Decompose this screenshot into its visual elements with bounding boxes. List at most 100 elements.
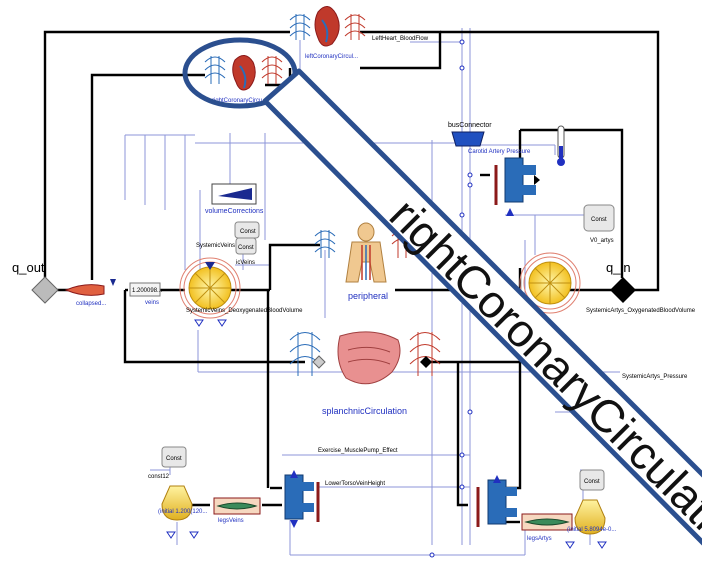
valve-body [504, 157, 524, 203]
const-label: Const [240, 229, 256, 235]
diamond-port [420, 356, 432, 368]
right-coronary-component[interactable]: rightCoronaryCircu... [204, 55, 283, 104]
intestine-icon [337, 331, 401, 385]
systemic-artys-wheel[interactable]: SystemicArtys_OxygenatedBloodVolume [519, 252, 696, 314]
const-box-legs[interactable]: Const [579, 469, 605, 491]
wheel-rings [519, 252, 581, 314]
valve-body [284, 474, 304, 520]
blood-bag-icon [574, 499, 606, 535]
const12-label: const12 [148, 474, 170, 480]
const-label: Const [584, 479, 600, 485]
blood-flow-wires [43, 30, 660, 524]
collapsed-vessel-icon [64, 284, 105, 296]
diamond-port [312, 355, 326, 369]
vessel-net-icon [204, 56, 226, 84]
initial-right-label: (initial 5.8094e-0... [567, 527, 617, 533]
intestine-folds [347, 346, 391, 365]
const-box [235, 237, 257, 255]
left-heart-flow-label: LeftHeart_BloodFlow [372, 36, 429, 42]
carotid-pressure-label: Carotid Artery Pressure [468, 149, 531, 155]
splanchnic-label: splanchnicCirculation [322, 406, 407, 416]
const-box [161, 446, 187, 468]
port-q-out[interactable]: q_out [12, 260, 59, 304]
wheel-arrow-icon [205, 262, 215, 270]
port-q-in[interactable]: q_in [606, 260, 636, 303]
coronary-vessel-icon [321, 19, 329, 43]
valve-cap [503, 487, 517, 496]
const-label: Const [166, 456, 182, 462]
body-icon [345, 222, 387, 283]
systemic-artys-oxy-label: SystemicArtys_OxygenatedBloodVolume [586, 308, 696, 314]
legs-veins-valve[interactable] [284, 470, 320, 528]
const-label: Const [238, 245, 254, 251]
valve-arrow-icon [110, 279, 116, 286]
const-box [579, 469, 605, 491]
veins-value: 1.200098... [132, 288, 162, 294]
vessel-net-icon [314, 230, 336, 258]
vessel-net-icon [289, 332, 321, 376]
port-q-out-label: q_out [12, 260, 45, 275]
tube-icon [524, 518, 570, 526]
pressure-sensor[interactable] [557, 125, 565, 166]
ic-veins-label: icVeins [236, 260, 255, 266]
systemic-veins-deoxy-label: SystemicVeins_DeoxygenatedBloodVolume [186, 308, 303, 314]
const-box-1[interactable]: Const [234, 221, 260, 239]
vessel-net-icon [409, 332, 441, 376]
veins-value-box[interactable]: 1.200098... veins [129, 282, 162, 306]
legs-artys-valve[interactable] [476, 475, 517, 527]
v0-artys-label: V0_artys [590, 238, 614, 244]
value-box [129, 282, 161, 297]
const12-component[interactable]: Const const12 [148, 446, 187, 480]
vessel-net-icon [344, 14, 366, 40]
valve-arrow-icon [290, 470, 298, 478]
splanchnic-component[interactable]: splanchnicCirculation [289, 331, 441, 416]
initial-left-label: (initial 1.200(120... [158, 509, 208, 515]
legs-veins-component[interactable]: (initial 1.200(120... legsVeins [158, 485, 261, 524]
exercise-label: Exercise_MusclePump_Effect [318, 448, 398, 454]
valve-arrow-icon [290, 520, 298, 528]
legs-artys-component[interactable]: legsArtys (initial 5.8094e-0... [521, 499, 617, 542]
bus-connector-label: busConnector [448, 122, 492, 129]
collapsed-valve[interactable]: collapsed... [64, 279, 116, 307]
valve-cap [300, 503, 314, 512]
ramp-icon [218, 188, 252, 200]
systemic-veins-label: SystemicVeins [196, 243, 235, 249]
port-q-in-label: q_in [606, 260, 631, 275]
bus-connector[interactable]: busConnector Carotid Artery Pressure [448, 122, 531, 155]
vessel-net-icon [261, 56, 283, 84]
bus-connector-shape [451, 131, 485, 147]
coronary-vessel-icon [239, 65, 247, 89]
legs-veins-label: legsVeins [218, 518, 244, 524]
const-box [583, 204, 615, 232]
left-coronary-label: leftCoronaryCircul... [305, 54, 358, 60]
tube-icon [216, 502, 258, 510]
valve-arrow-icon [506, 208, 514, 216]
heart-icon [314, 6, 340, 47]
left-coronary-component[interactable]: leftCoronaryCircul... LeftHeart_BloodFlo… [289, 6, 429, 60]
const-box-2[interactable]: Const [235, 237, 257, 255]
port-q-out-shape [31, 276, 59, 304]
carotid-valve[interactable] [494, 157, 540, 216]
volume-corrections[interactable]: volumeCorrections SystemicVeins icVeins [196, 183, 264, 266]
callout-overlay: rightCoronaryCirculation [182, 37, 702, 569]
lower-torso-label: LowerTorsoVeinHeight [325, 481, 385, 487]
volume-corrections-label: volumeCorrections [205, 208, 264, 215]
const-v0-artys[interactable]: Const V0_artys [583, 204, 615, 244]
valve-cap [520, 185, 536, 195]
valve-arrow-icon [493, 475, 501, 483]
sensor-bulb [557, 158, 565, 166]
junction-dots [429, 39, 473, 558]
peripheral-label: peripheral [348, 291, 388, 301]
blood-bag-icon [161, 485, 193, 521]
collapsed-label: collapsed... [76, 301, 107, 307]
valve-body [487, 479, 507, 525]
systemic-artys-pressure-label: SystemicArtys_Pressure [622, 374, 688, 380]
sensor-fill [559, 146, 563, 160]
vessel-net-icon [289, 14, 311, 40]
valve-arrow-icon [534, 175, 540, 185]
systemic-veins-wheel[interactable]: SystemicVeins_DeoxygenatedBloodVolume [179, 257, 303, 319]
wheel-spokes [189, 267, 231, 309]
valve-cap [503, 508, 517, 517]
right-coronary-label: rightCoronaryCircu... [212, 98, 268, 104]
